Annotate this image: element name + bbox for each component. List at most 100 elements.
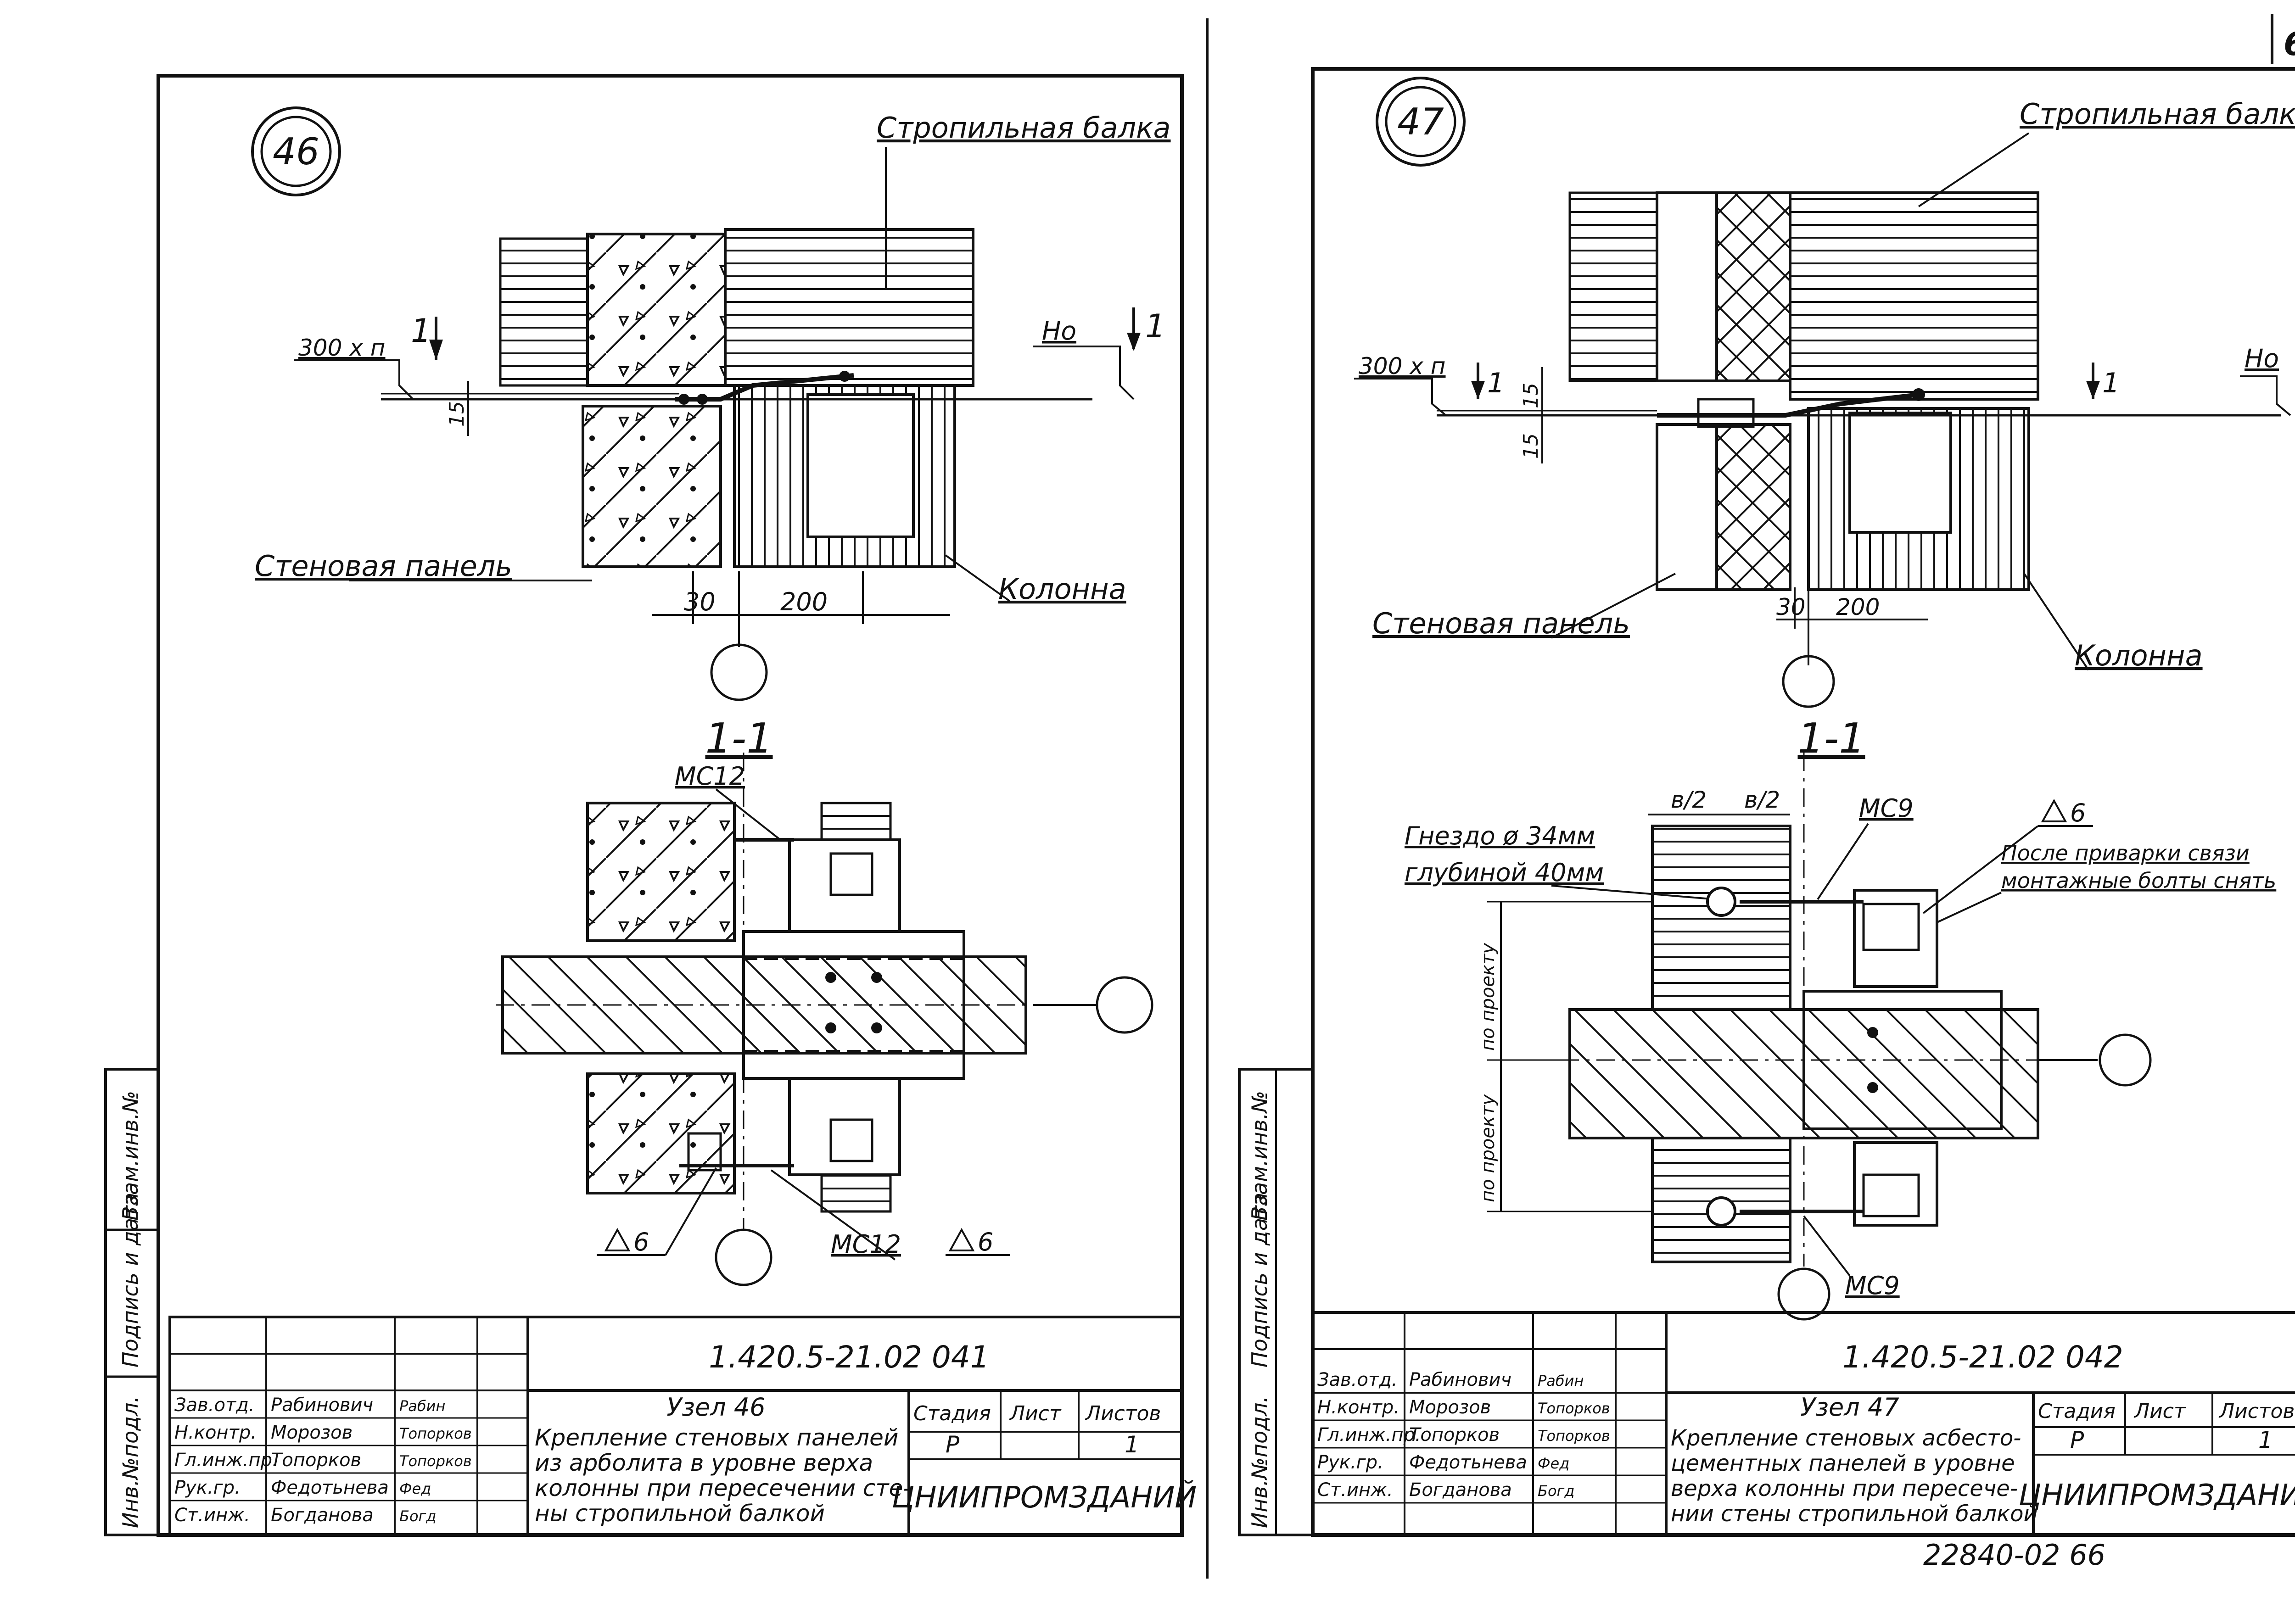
dim-30: 30 <box>684 587 716 616</box>
staff-name: Богданова <box>271 1505 374 1526</box>
staff-sign: Топорков <box>1538 1400 1610 1417</box>
axis-bubble-bottom <box>1777 1267 1830 1321</box>
section-mark-left: 1 <box>1487 367 1505 399</box>
weld-label: 6 <box>2070 798 2086 827</box>
sheets-header: Листов <box>2218 1400 2295 1423</box>
uzel-title: Узел 46 <box>666 1393 765 1422</box>
staff-name: Рабинович <box>1409 1369 1511 1390</box>
section-title: 1-1 <box>1798 714 1865 763</box>
side-label-3: Взам.инв.№ <box>118 1091 143 1221</box>
staff-sign: Богд <box>399 1507 436 1525</box>
left-title-block: 1.420.5-21.02 041 Узел 46 Крепление стен… <box>168 1316 1197 1536</box>
page-number: 65 <box>2284 25 2295 63</box>
dim-200: 200 <box>1836 594 1880 620</box>
staff-role: Рук.гр. <box>1317 1452 1383 1473</box>
staff-sign: Богд <box>1538 1482 1574 1500</box>
sheet-header: Лист <box>1009 1402 1062 1425</box>
desc-line-3: верха колонны при пересече- <box>1671 1476 2018 1501</box>
beam-hatch-left <box>499 237 589 387</box>
side-label-1: Инв.№подл. <box>1247 1396 1272 1528</box>
sheets-header: Листов <box>1085 1402 1161 1425</box>
staff-sign: Фед <box>399 1480 431 1497</box>
sheets-value: 1 <box>1125 1431 1139 1458</box>
mc-bottom: МС9 <box>1845 1271 1900 1300</box>
weld-left: 6 <box>633 1228 649 1256</box>
desc-line-1: Крепление стеновых панелей <box>535 1424 898 1451</box>
staff-name: Федотьнева <box>1409 1452 1527 1473</box>
staff-name: Федотьнева <box>271 1477 389 1498</box>
proj-label-2: по проекту <box>1478 1094 1499 1202</box>
column-plate <box>806 393 915 538</box>
dim-15a: 15 <box>1519 383 1543 408</box>
desc-line-4: нии стены стропильной балкой <box>1671 1501 2038 1527</box>
side-label-2: Подпись и дата <box>118 1193 143 1367</box>
dim-200: 200 <box>780 587 828 616</box>
axis-bubble-bottom <box>715 1228 772 1286</box>
sheet-header: Лист <box>2133 1400 2186 1423</box>
label-panel: Стеновая панель <box>1372 607 1630 640</box>
mc-bottom: МС12 <box>831 1230 901 1259</box>
staff-name: Морозов <box>1409 1397 1491 1418</box>
dim-15: 15 <box>445 401 469 427</box>
level-left-label: 300 x п <box>1359 353 1446 379</box>
uzel-title: Узел 47 <box>1800 1393 1899 1422</box>
section-column <box>1802 990 2003 1130</box>
section-panel-upper <box>1651 825 1791 1011</box>
socket-label: Гнездо ø 34мм <box>1405 821 1595 850</box>
left-sheet: Инв.№подл. Подпись и дата Взам.инв.№ 46 … <box>104 74 1197 1537</box>
level-left-label: 300 x п <box>298 335 386 361</box>
doc-code: 1.420.5-21.02 041 <box>709 1339 990 1375</box>
column-plate <box>1848 412 1952 534</box>
dim-b2b: в/2 <box>1744 787 1780 813</box>
desc-line-4: ны стропильной балкой <box>535 1500 825 1527</box>
dim-15b: 15 <box>1519 433 1543 459</box>
staff-role: Рук.гр. <box>174 1477 241 1498</box>
desc-line-1: Крепление стеновых асбесто- <box>1671 1425 2021 1451</box>
staff-role: Гл.инж.пр. <box>1317 1424 1421 1445</box>
mc-top: МС12 <box>675 762 745 791</box>
level-right-label: Но <box>2245 344 2279 373</box>
staff-name: Рабинович <box>271 1395 373 1416</box>
wall-panel-lower <box>582 405 722 568</box>
staff-name: Топорков <box>271 1450 361 1471</box>
stage-header: Стадия <box>913 1402 991 1425</box>
side-label-1: Инв.№подл. <box>118 1396 143 1528</box>
sheets-value: 1 <box>2258 1427 2273 1453</box>
weld-right: 6 <box>978 1228 993 1256</box>
org-name: ЦНИИПРОМЗДАНИЙ <box>2019 1478 2295 1512</box>
side-label-3: Взам.инв.№ <box>1247 1091 1272 1221</box>
staff-name: Топорков <box>1409 1424 1500 1445</box>
staff-sign: Топорков <box>1538 1427 1610 1445</box>
staff-sign: Топорков <box>399 1425 472 1442</box>
staff-sign: Топорков <box>399 1452 472 1470</box>
panel-insulation-lower <box>1715 423 1791 591</box>
dim-30: 30 <box>1776 594 1806 620</box>
stage-value: Р <box>2070 1427 2084 1453</box>
node-number: 47 <box>1397 100 1444 143</box>
right-sheet: Инв.№подл. Подпись и дата Взам.инв.№ 47 … <box>1238 67 2295 1572</box>
beam-hatch-left <box>1568 191 1658 382</box>
stage-value: Р <box>946 1431 960 1458</box>
dim-b2a: в/2 <box>1671 787 1707 813</box>
staff-role: Зав.отд. <box>174 1395 255 1416</box>
axis-bubble-right <box>2099 1033 2152 1087</box>
section-mark-right: 1 <box>2102 367 2120 399</box>
org-name: ЦНИИПРОМЗДАНИЙ <box>892 1480 1197 1515</box>
node-number: 46 <box>273 130 319 173</box>
panel-skin-lower <box>1656 423 1718 591</box>
side-label-2: Подпись и дата <box>1247 1193 1272 1367</box>
label-column: Колонна <box>998 572 1126 606</box>
rafter-beam <box>1789 191 2039 401</box>
staff-name: Морозов <box>271 1422 353 1443</box>
rafter-beam <box>724 228 974 387</box>
level-right-label: Но <box>1042 316 1076 346</box>
wall-panel-upper <box>586 233 727 387</box>
label-beam: Стропильная балка <box>877 111 1171 145</box>
axis-bubble-top <box>710 643 768 701</box>
staff-name: Богданова <box>1409 1479 1512 1501</box>
label-beam: Стропильная балка <box>2020 97 2295 131</box>
axis-bubble-right <box>1096 976 1153 1034</box>
left-binding-strip <box>104 1068 160 1536</box>
note-line-2: монтажные болты снять <box>2001 868 2276 893</box>
